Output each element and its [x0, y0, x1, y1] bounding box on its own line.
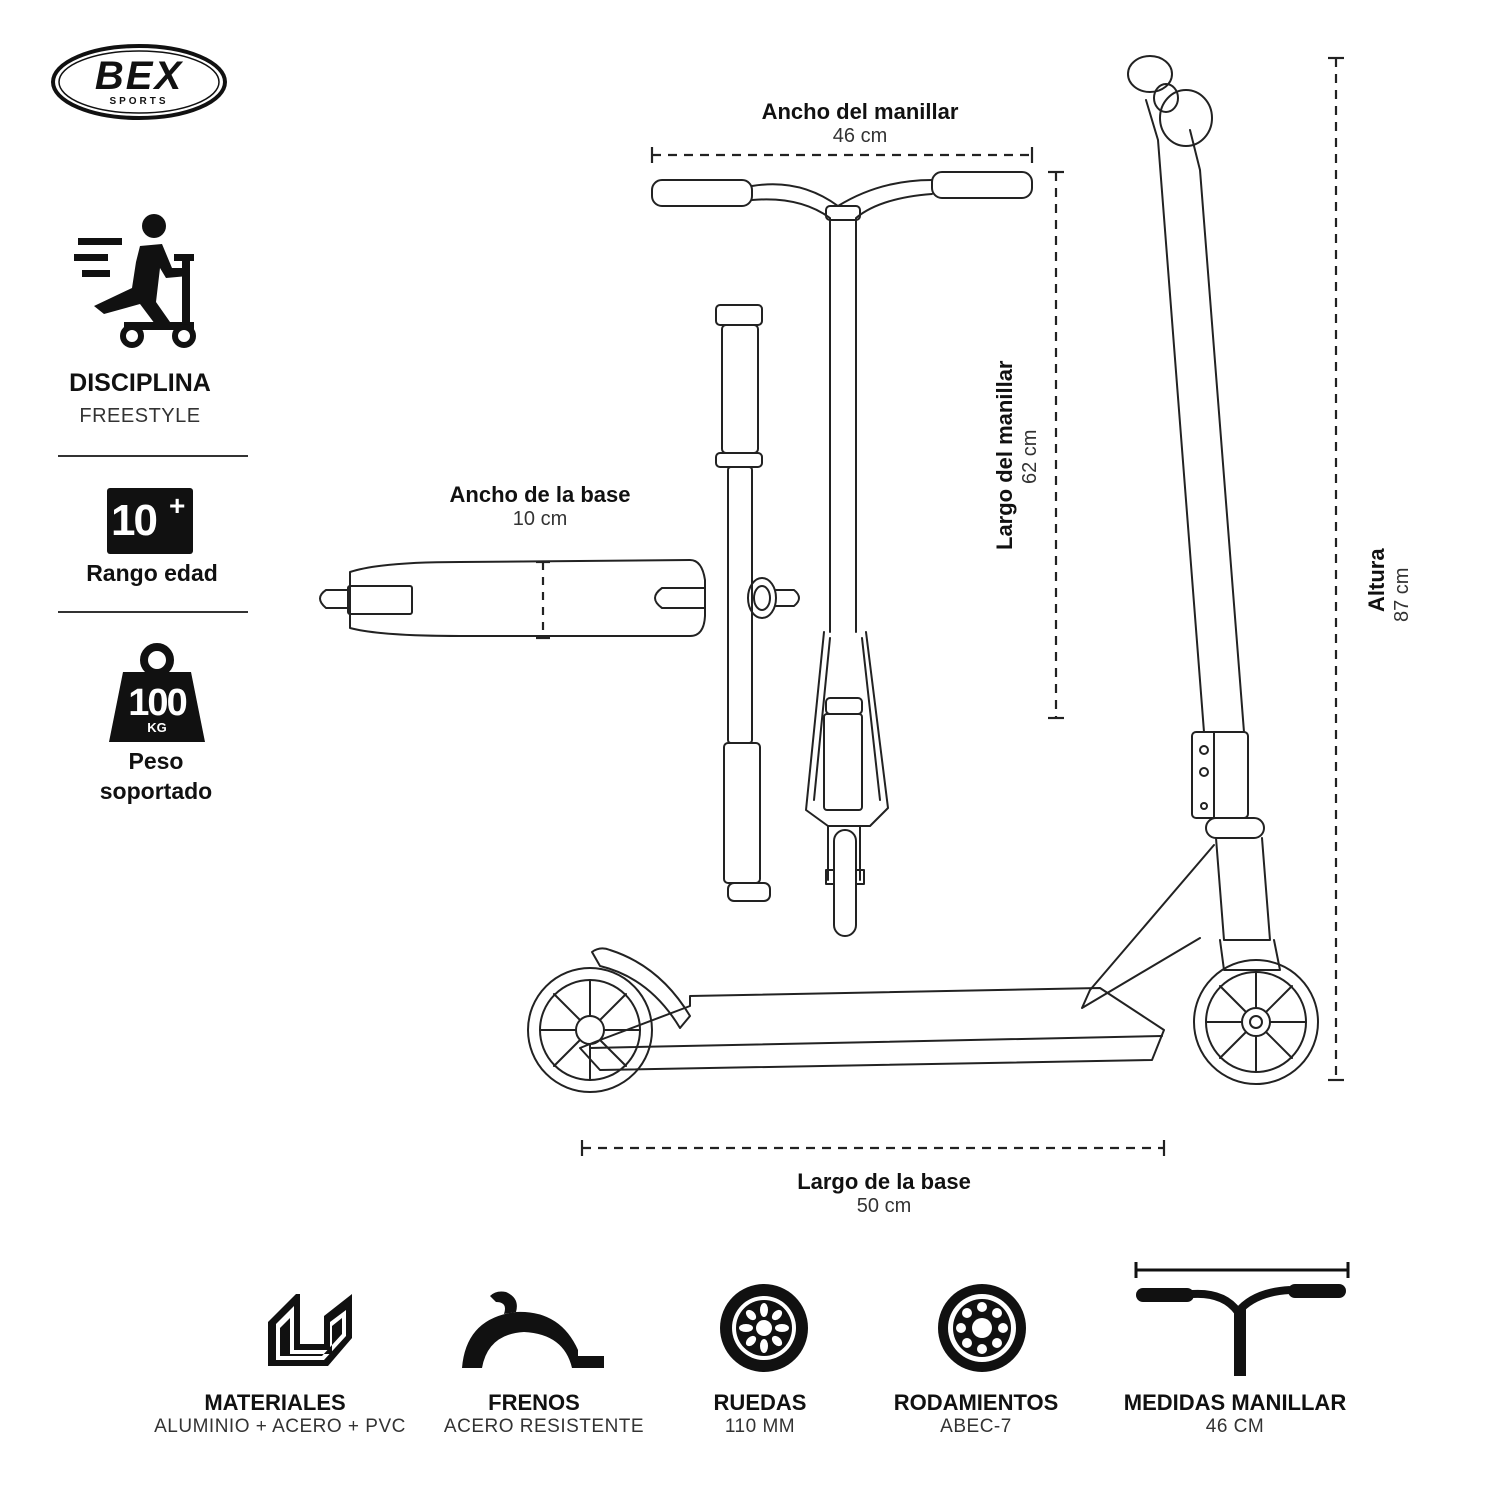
feature-title-materiales: MATERIALES: [204, 1390, 346, 1415]
logo-oval-icon: [51, 44, 227, 120]
feature-value-ruedas: 110 MM: [724, 1416, 796, 1437]
feature-value-medidas-manillar: 46 CM: [1205, 1416, 1265, 1437]
height-value: 87 cm: [1391, 567, 1413, 622]
dim-line-handlebar-width: [650, 147, 1034, 163]
feature-title-rodamientos: RODAMIENTOS: [893, 1390, 1059, 1415]
handlebar-length-label: Largo del manillar: [992, 360, 1017, 551]
top-view-scooter: [319, 304, 800, 902]
logo-text: BEX: [94, 54, 184, 98]
fender-brake-icon: [462, 1291, 604, 1368]
dim-line-handlebar-length: [1048, 170, 1064, 720]
deck-length-label: Largo de la base: [797, 1169, 971, 1194]
age-badge: 10 +: [107, 488, 193, 554]
u-channel-icon: [268, 1294, 352, 1366]
handlebar-width-label: Ancho del manillar: [761, 99, 959, 124]
wheel-icon: [720, 1284, 808, 1372]
brand-logo: BEX SPORTS: [50, 42, 228, 122]
handlebar-icon: [1134, 1262, 1350, 1376]
age-badge-plus: +: [169, 490, 186, 521]
feature-value-materiales: ALUMINIO + ACERO + PVC: [154, 1416, 406, 1437]
feature-title-frenos: FRENOS: [488, 1390, 580, 1415]
weight-badge-number: 100: [128, 682, 187, 724]
logo-subtext: SPORTS: [109, 96, 169, 107]
dim-line-height: [1328, 56, 1344, 1082]
height-label: Altura: [1364, 548, 1389, 612]
deck-width-value: 10 cm: [512, 508, 568, 530]
front-view-scooter: [651, 171, 1033, 937]
deck-length-value: 50 cm: [856, 1195, 912, 1217]
dim-line-deck-length: [580, 1140, 1166, 1156]
feature-value-frenos: ACERO RESISTENTE: [443, 1416, 645, 1437]
deck-width-label: Ancho de la base: [449, 482, 631, 507]
weight-icon: [109, 643, 205, 742]
divider: [58, 455, 248, 457]
discipline-value: FREESTYLE: [79, 405, 201, 427]
handlebar-width-value: 46 cm: [832, 125, 888, 147]
scooter-rider-icon: [74, 214, 196, 348]
feature-value-rodamientos: ABEC-7: [940, 1416, 1012, 1437]
divider: [58, 611, 248, 613]
age-label: Rango edad: [86, 560, 218, 586]
bearing-icon: [938, 1284, 1026, 1372]
weight-label-line2: soportado: [99, 778, 213, 804]
weight-badge-unit: KG: [147, 720, 167, 735]
feature-title-medidas-manillar: MEDIDAS MANILLAR: [1123, 1390, 1347, 1415]
side-view-scooter: [527, 55, 1319, 1093]
dim-line-deck-width: [536, 560, 550, 640]
handlebar-length-value: 62 cm: [1019, 429, 1041, 484]
feature-title-ruedas: RUEDAS: [713, 1390, 807, 1415]
weight-label-line1: Peso: [128, 748, 184, 774]
discipline-title: DISCIPLINA: [69, 369, 211, 397]
age-badge-number: 10: [111, 496, 158, 545]
